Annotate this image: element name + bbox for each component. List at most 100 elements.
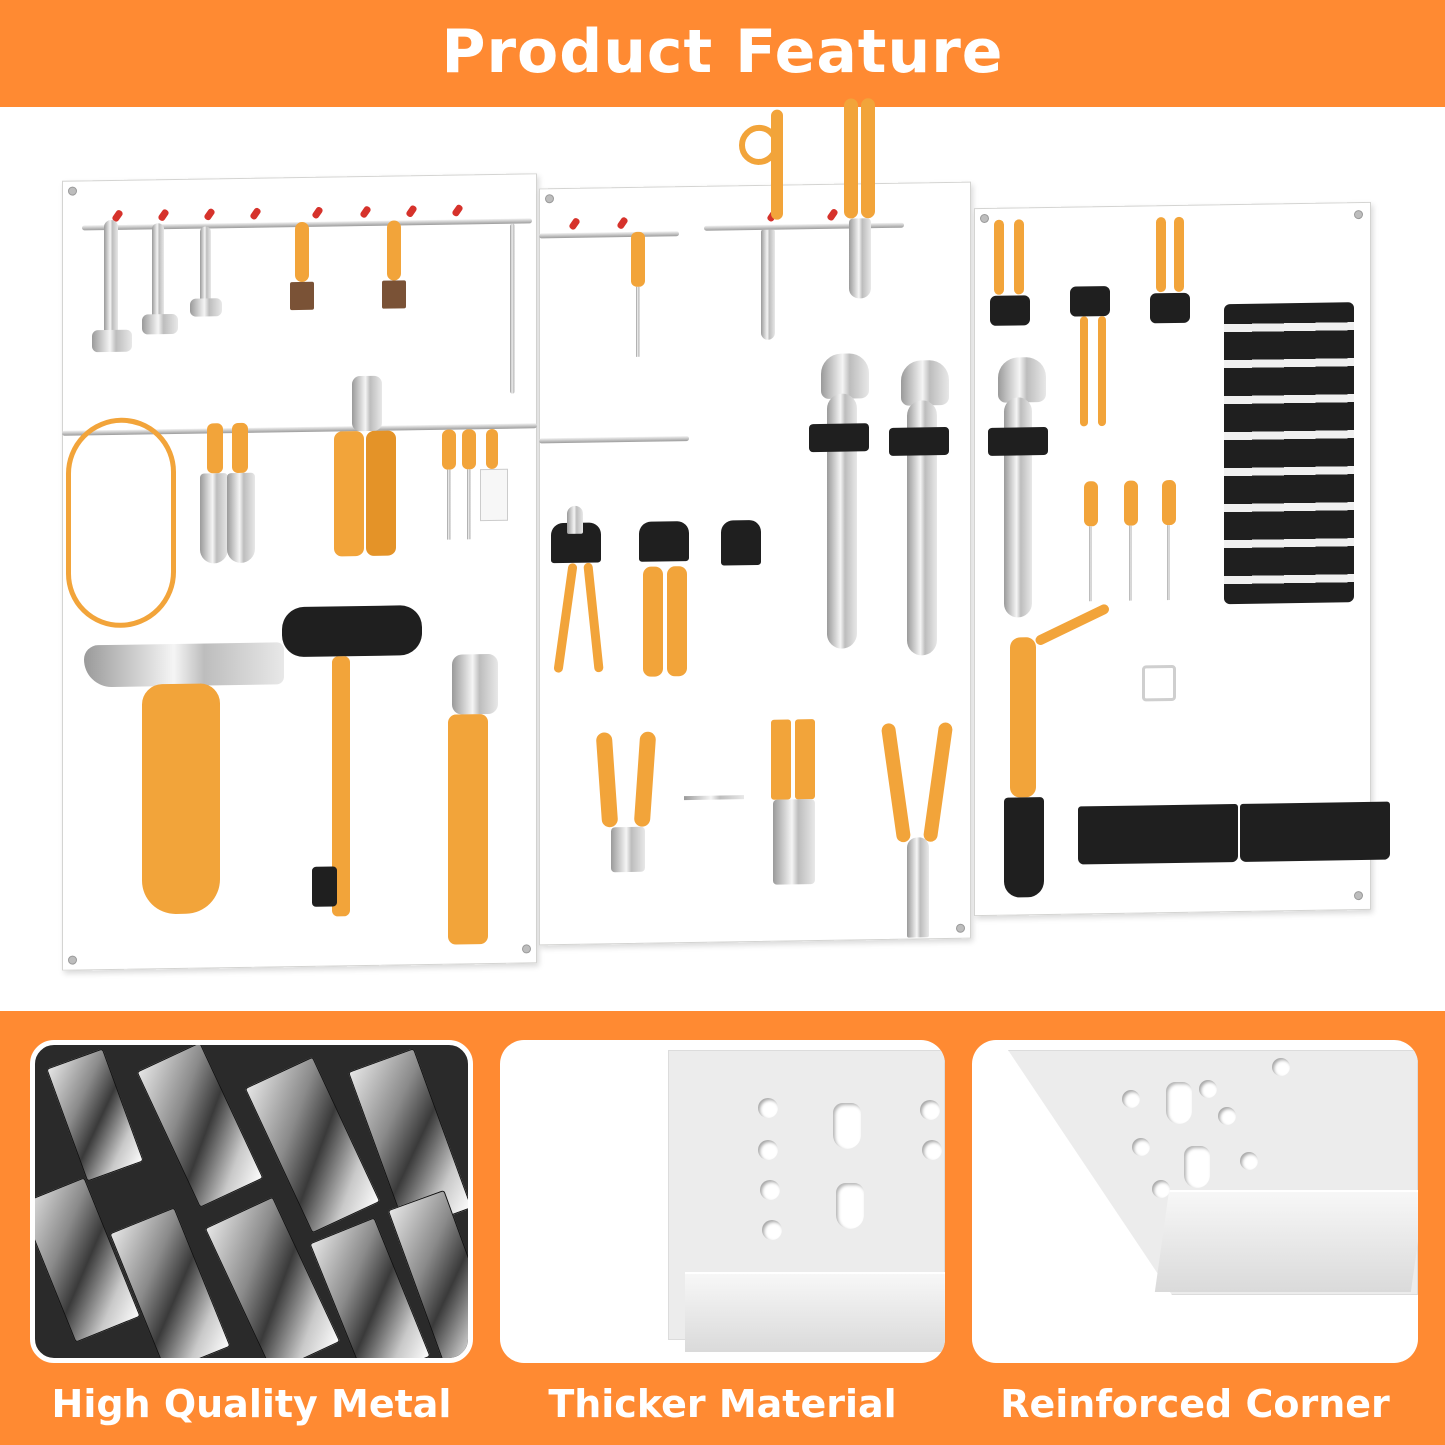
screw-icon (1354, 210, 1363, 220)
pliers-handle (795, 719, 815, 800)
pegboard-panel-center (539, 98, 971, 946)
screwdriver-icon (467, 469, 471, 540)
adjustable-wrench-icon (998, 356, 1046, 403)
trowel-handle (207, 423, 223, 474)
paint-brush-icon (387, 220, 401, 281)
pliers-handle (334, 430, 364, 557)
screwdriver-handle (442, 429, 456, 470)
adjustable-wrench-icon (200, 226, 211, 307)
scraper-handle (486, 428, 498, 470)
scraper-icon (480, 468, 508, 522)
keyhole-slot (833, 1103, 861, 1149)
round-hole (1199, 1080, 1217, 1098)
tool-holder-icon (809, 423, 869, 453)
adjustable-wrench-icon (152, 223, 164, 324)
tool-holder-icon (990, 295, 1030, 326)
pliers-handle (922, 721, 954, 843)
screw-icon (68, 186, 77, 196)
tool-holder-icon (639, 521, 689, 562)
pliers-handle (1174, 216, 1184, 292)
cutter-handle (553, 562, 578, 674)
caulking-gun-trigger (1033, 602, 1111, 647)
hook-rail (704, 222, 904, 231)
brush-bristles (382, 280, 406, 309)
brush-bristles (290, 281, 314, 311)
screwdriver-icon (1167, 525, 1170, 601)
tool-holder-icon (721, 519, 761, 566)
locking-pliers-handle (667, 566, 687, 677)
peg-hook-icon (568, 216, 581, 231)
keyhole-slot (1166, 1082, 1192, 1124)
pliers-jaw-icon (849, 218, 871, 299)
round-hole (760, 1180, 780, 1200)
metal-bar (46, 1048, 144, 1182)
flat-pliers-icon (773, 799, 815, 885)
round-hole (762, 1220, 782, 1240)
screwdriver-handle (1084, 481, 1098, 527)
tool-holder-icon (1070, 285, 1110, 317)
pipe-wrench-handle (448, 714, 488, 945)
screwdriver-handle (1162, 479, 1176, 526)
claw-hammer-head-icon (84, 642, 284, 688)
features-band: High Quality Metal Thicker Material Rein… (0, 1011, 1445, 1445)
round-hole (922, 1140, 942, 1160)
screw-icon (522, 944, 531, 954)
screw-icon (980, 213, 989, 224)
pliers-handle (633, 731, 657, 828)
wrench-organizer-icon (1224, 302, 1354, 605)
peg-hook-icon (311, 205, 324, 220)
pliers-handle (844, 98, 858, 219)
peg-hook-icon (249, 206, 262, 221)
round-hole (758, 1140, 778, 1160)
round-hole (758, 1098, 778, 1118)
pegboard-hero-image (0, 98, 1445, 1012)
socket-tray-icon (1240, 801, 1390, 862)
hanging-hook-icon (510, 223, 515, 394)
pipe-wrench-head-icon (452, 653, 498, 715)
peg-hook-icon (451, 203, 464, 218)
round-hole (1122, 1090, 1140, 1108)
screwdriver-handle (631, 231, 645, 287)
pliers-handle (1098, 316, 1106, 427)
page-title: Product Feature (441, 16, 1004, 87)
scissors-blade (761, 229, 775, 340)
scissors-icon (771, 109, 783, 220)
pliers-handle (771, 719, 791, 800)
adjustable-wrench-icon (901, 359, 949, 406)
keyhole-slot (836, 1183, 864, 1229)
plate-edge (1154, 1190, 1418, 1292)
tool-holder-icon (988, 426, 1048, 456)
screwdriver-handle (1124, 480, 1138, 526)
socket-tray-icon (1078, 803, 1238, 865)
round-hole (1240, 1152, 1258, 1170)
wire-hook-icon (684, 795, 744, 801)
feature-label-corner: Reinforced Corner (1000, 1382, 1390, 1426)
peg-hook-icon (203, 207, 216, 222)
screw-icon (956, 923, 965, 933)
hook-rail (539, 231, 679, 239)
keyhole-slot (1184, 1146, 1210, 1188)
adjustable-wrench-icon (821, 353, 869, 399)
caulking-gun-icon (1010, 637, 1036, 798)
peg-hook-icon (405, 204, 418, 219)
tool-holder-icon (312, 866, 337, 907)
caulking-holder-icon (1004, 797, 1044, 898)
cutter-handle (583, 562, 604, 673)
trowel-handle (232, 422, 248, 474)
rubber-mallet-head-icon (282, 605, 422, 658)
metal-bar (136, 1045, 264, 1208)
wire-hook-icon (1142, 664, 1176, 702)
round-hole (1152, 1180, 1170, 1198)
plate-edge (685, 1272, 945, 1352)
pliers-handle (1156, 217, 1166, 293)
feature-card-thickness (500, 1040, 945, 1363)
peg-hook-icon (157, 208, 170, 223)
feature-card-metal (30, 1040, 473, 1363)
pegboard-panel-right (974, 201, 1390, 917)
pliers-handle (861, 98, 875, 219)
round-hole (1272, 1058, 1290, 1076)
pliers-handle (880, 722, 912, 844)
screw-icon (68, 955, 77, 965)
round-hole (1132, 1138, 1150, 1156)
pliers-jaw-icon (352, 375, 382, 432)
